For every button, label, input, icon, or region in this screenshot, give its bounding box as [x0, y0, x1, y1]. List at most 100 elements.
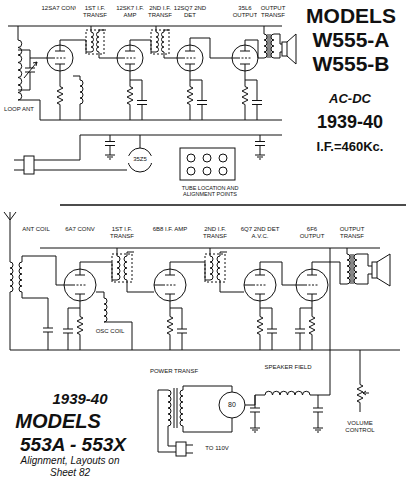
ground-symbol: [250, 425, 260, 432]
tube-grid: [183, 58, 197, 59]
tube-grid: [163, 285, 177, 286]
antenna: [4, 212, 16, 350]
tube-plate: [165, 269, 175, 275]
capacitor-symbol: [295, 312, 305, 350]
tube-plate: [185, 45, 195, 51]
year-label: 1939-40: [300, 112, 400, 133]
coil-winding: [10, 262, 13, 292]
tube-envelope: [177, 45, 203, 71]
resistor-symbol: [257, 301, 263, 350]
wire: [245, 80, 257, 85]
coil-winding: [18, 40, 22, 100]
wire: [357, 254, 372, 284]
model-title: MODELS W555-A W555-B: [298, 4, 404, 76]
capacitor-symbol: [177, 312, 187, 350]
tube-cathode: [240, 64, 250, 71]
coil-winding: [162, 32, 165, 52]
wiring: [4, 26, 406, 456]
coil-winding: [168, 390, 171, 426]
speaker-magnet: [372, 262, 377, 278]
volume-wiper: [363, 391, 369, 395]
wire: [96, 292, 132, 350]
capacitor-symbol: [197, 85, 207, 120]
wire: [170, 248, 244, 292]
tube-cathode: [125, 64, 135, 71]
wire: [158, 350, 360, 452]
tube-location-chart: [180, 148, 235, 180]
grid-lead: [296, 285, 305, 286]
coil-winding: [117, 256, 120, 280]
speaker-cone: [287, 34, 296, 64]
ac-plug: [24, 156, 34, 174]
tube-socket: [203, 154, 211, 162]
grid-lead: [232, 58, 238, 59]
field-coil: [265, 391, 310, 395]
grid-lead: [117, 58, 123, 59]
resistor-symbol: [167, 301, 173, 350]
resistor-symbol: [357, 375, 363, 412]
plug-label: TO 110V: [197, 445, 237, 452]
ground-symbol: [255, 152, 265, 159]
tube-label: 6B8 I.F. AMP: [152, 226, 188, 233]
grid-lead: [64, 285, 73, 286]
tube-grid: [305, 285, 319, 286]
tube-envelope: [47, 45, 73, 71]
resistor-symbol: [309, 301, 315, 350]
tube-label: 80: [224, 401, 240, 409]
divider-line: [60, 204, 406, 206]
tube-grid: [238, 58, 252, 59]
speaker-cone: [377, 254, 390, 286]
tube-label: 6A7 CONV: [62, 226, 98, 233]
model-numbers: 553A - 553X: [8, 434, 138, 456]
tube-label: 12SK7 I.F. AMP: [112, 5, 148, 19]
wire: [260, 248, 347, 285]
capacitor-symbol: [25, 50, 35, 90]
wire: [22, 256, 64, 310]
resistor-symbol: [57, 71, 63, 120]
coil-winding: [156, 32, 159, 52]
wire: [130, 80, 142, 85]
components: [10, 30, 363, 432]
speaker-magnet: [282, 42, 287, 56]
tube-plate: [307, 269, 317, 275]
tube-socket: [203, 167, 211, 175]
plug-prongs: [186, 445, 193, 453]
capacitor-symbol: [43, 310, 53, 350]
capacitor-symbol: [255, 135, 265, 152]
wire: [190, 26, 264, 58]
tube-label: 12SA7 CONV: [40, 5, 80, 12]
transformer-label: OUTPUT TRANSF: [334, 226, 370, 240]
resistor-symbol: [242, 71, 248, 120]
tube-plate: [240, 45, 250, 51]
transformer-core: [268, 34, 270, 58]
plug-prongs: [14, 160, 24, 170]
coil-winding: [180, 390, 183, 426]
antenna-label: LOOP ANT: [2, 106, 36, 113]
coil-label: ANT COIL: [20, 226, 52, 233]
ground-bus: [40, 120, 282, 121]
grid-lead: [177, 58, 183, 59]
tube-label: 12SQ7 2ND DET: [172, 5, 208, 19]
coil-winding: [104, 298, 107, 322]
transformer-core: [351, 254, 353, 284]
coil-winding: [210, 256, 213, 280]
tube-socket: [187, 167, 195, 175]
model-heading: MODELS: [8, 410, 108, 433]
tube-envelope: [64, 269, 96, 301]
capacitor-symbol: [105, 135, 115, 152]
tube-label: 35Z5: [126, 156, 154, 163]
chart-label: TUBE LOCATION AND ALIGNMENT POINTS: [172, 185, 248, 198]
coil-winding: [91, 32, 94, 52]
tube-grid: [123, 58, 137, 59]
tube-envelope: [296, 269, 328, 301]
coil-winding: [347, 254, 350, 284]
tube-envelope: [232, 45, 258, 71]
tube-envelope: [154, 269, 186, 301]
ground-symbol: [313, 425, 323, 432]
tube-plate: [255, 269, 265, 275]
transformer-core: [174, 388, 177, 428]
tube-label: 6Q7 2ND DET A.V.C.: [240, 226, 280, 240]
tube-label: 6F6 OUTPUT: [294, 226, 330, 240]
tube-plate: [75, 269, 85, 275]
transformer-shield: [151, 30, 169, 54]
